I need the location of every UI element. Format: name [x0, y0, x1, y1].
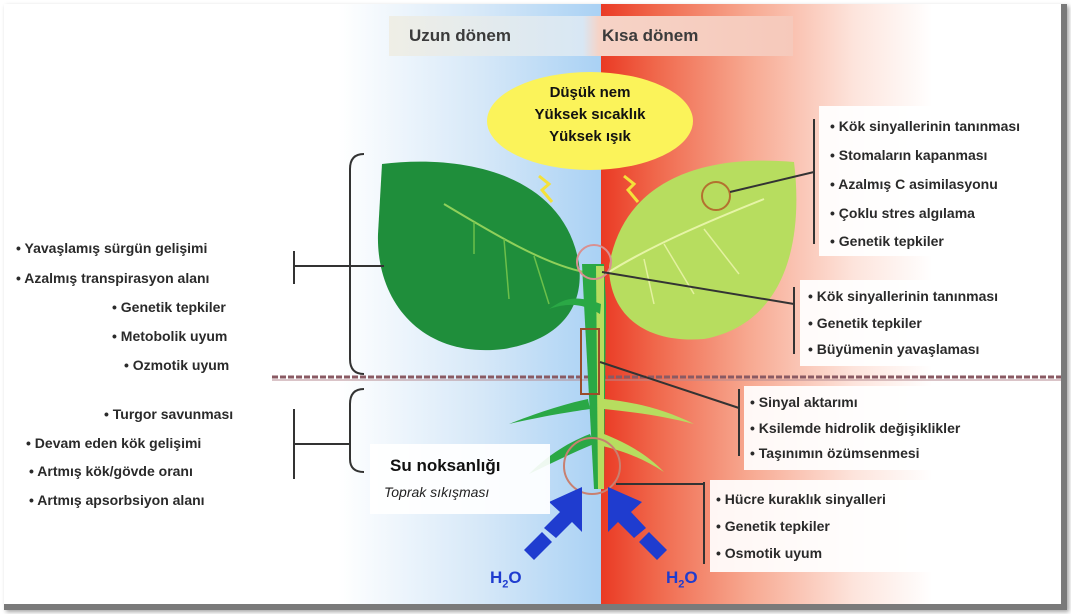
root-right-2	[602, 434, 664, 472]
stress-arrow-right	[624, 176, 638, 202]
water-label-left: H2O	[490, 568, 522, 590]
dark-leaf	[378, 162, 580, 351]
leaf-item-1: • Kök sinyallerinin tanınması	[830, 118, 1020, 134]
bracket-lower	[350, 389, 364, 472]
left-lower-item-4: • Artmış apsorbsiyon alanı	[29, 492, 205, 508]
soil-subtitle: Toprak sıkışması	[384, 484, 489, 500]
bracket-upper	[350, 154, 364, 374]
soil-label-panel	[370, 444, 550, 514]
left-upper-item-2: • Azalmış transpirasyon alanı	[16, 270, 209, 286]
leaf-item-4: • Çoklu stres algılama	[830, 205, 975, 221]
diagram-frame: Uzun dönem Kısa dönem	[4, 4, 1067, 610]
leaf-item-5: • Genetik tepkiler	[830, 233, 944, 249]
left-lower-item-1: • Turgor savunması	[104, 406, 233, 422]
root-item-1: • Hücre kuraklık sinyalleri	[716, 491, 886, 507]
light-leaf	[609, 161, 796, 340]
left-upper-item-4: • Metobolik uyum	[112, 328, 227, 344]
stem-top-item-3: • Büyümenin yavaşlaması	[808, 341, 979, 357]
root-left-1	[509, 399, 590, 424]
stem-top-item-1: • Kök sinyallerinin tanınması	[808, 288, 998, 304]
stress-line-1: Düşük nem	[487, 84, 693, 101]
left-upper-item-5: • Ozmotik uyum	[124, 357, 229, 373]
stem-top-item-2: • Genetik tepkiler	[808, 315, 922, 331]
leaf-item-2: • Stomaların kapanması	[830, 147, 987, 163]
root-item-2: • Genetik tepkiler	[716, 518, 830, 534]
water-arrow-right	[608, 487, 667, 560]
soil-title: Su noksanlığı	[390, 456, 501, 476]
stress-line-3: Yüksek ışık	[487, 128, 693, 145]
leaf-item-3: • Azalmış C asimilasyonu	[830, 176, 998, 192]
stem-mid-item-2: • Ksilemde hidrolik değişiklikler	[750, 420, 960, 436]
root-right-1	[604, 399, 694, 424]
connector-stem	[600, 362, 739, 408]
left-upper-item-3: • Genetik tepkiler	[112, 299, 226, 315]
left-lower-item-2: • Devam eden kök gelişimi	[26, 435, 201, 451]
left-upper-item-1: • Yavaşlamış sürgün gelişimi	[16, 240, 207, 256]
left-lower-item-3: • Artmış kök/gövde oranı	[29, 463, 193, 479]
stem-mid-item-1: • Sinyal aktarımı	[750, 394, 858, 410]
stem-mid-item-3: • Taşınımın özümsenmesi	[750, 445, 920, 461]
root-item-3: • Osmotik uyum	[716, 545, 822, 561]
stress-line-2: Yüksek sıcaklık	[487, 106, 693, 123]
water-label-right: H2O	[666, 568, 698, 590]
